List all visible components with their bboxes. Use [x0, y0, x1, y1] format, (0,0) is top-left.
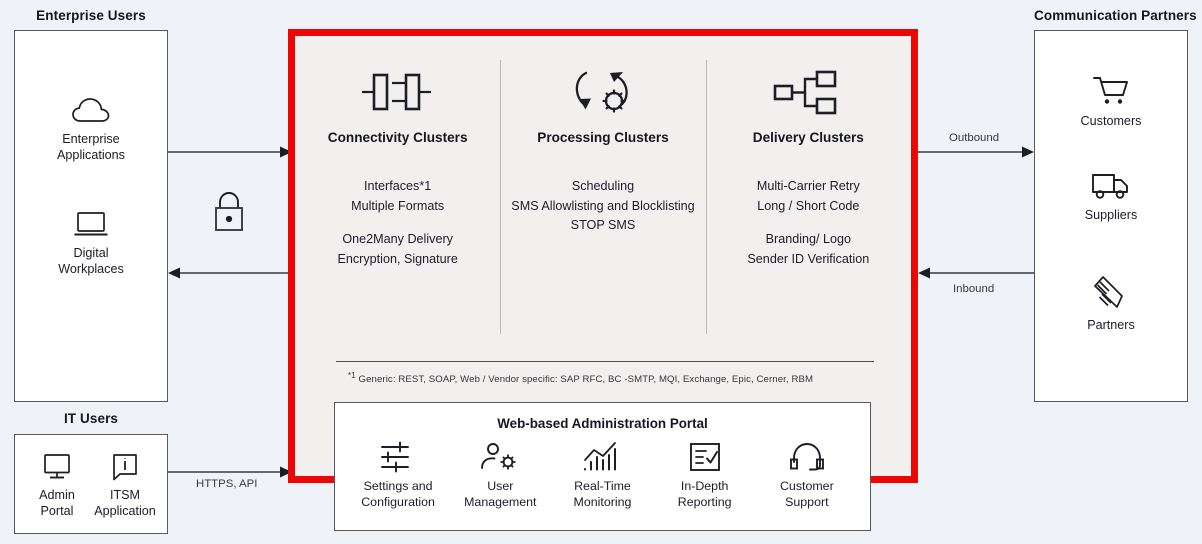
admin-item-reporting[interactable]: In-Depth Reporting	[656, 440, 754, 510]
entity-partners: Partners	[1046, 272, 1176, 334]
it-link-label: HTTPS, API	[196, 478, 258, 490]
entity-label: Admin Portal	[39, 488, 75, 518]
cluster-processing: Processing Clusters Scheduling SMS Allow…	[500, 36, 705, 336]
admin-item-label: In-Depth Reporting	[677, 479, 732, 509]
admin-item-support[interactable]: Customer Support	[758, 440, 856, 510]
cluster-columns: Connectivity Clusters Interfaces*1 Multi…	[295, 36, 911, 336]
admin-item-label: User Management	[464, 479, 537, 509]
laptop-icon	[71, 200, 111, 240]
cluster-features-primary: Multi-Carrier Retry Long / Short Code	[756, 179, 860, 213]
entity-admin-portal: Admin Portal	[0, 442, 122, 519]
entity-label: Enterprise Applications	[57, 132, 125, 162]
inbound-label: Inbound	[953, 283, 995, 295]
monitor-icon	[40, 442, 74, 482]
entity-label: Partners	[1087, 318, 1135, 332]
cluster-name: Delivery Clusters	[752, 130, 864, 145]
it-users-title: IT Users	[63, 411, 119, 426]
enterprise-users-title: Enterprise Users	[36, 8, 146, 23]
cluster-features-primary: Scheduling SMS Allowlisting and Blocklis…	[511, 179, 695, 232]
headset-icon	[788, 440, 826, 474]
footnote: *1 Generic: REST, SOAP, Web / Vendor spe…	[348, 371, 813, 385]
footnote-text: Generic: REST, SOAP, Web / Vendor specif…	[355, 374, 814, 386]
user-gear-icon	[479, 440, 521, 474]
outbound-label: Outbound	[949, 132, 1000, 144]
it-connector-arrow	[168, 466, 292, 478]
communication-partners-panel	[1034, 30, 1188, 402]
cluster-features-primary: Interfaces*1 Multiple Formats	[351, 179, 445, 213]
entity-digital-workplaces: Digital Workplaces	[26, 200, 156, 277]
admin-item-user-management[interactable]: User Management	[451, 440, 549, 510]
it-users-panel	[14, 434, 168, 534]
entity-label: ITSM Application	[94, 488, 156, 518]
entity-enterprise-applications: Enterprise Applications	[26, 86, 156, 163]
cluster-delivery: Delivery Clusters Multi-Carrier Retry Lo…	[705, 36, 911, 336]
line-chart-icon	[581, 440, 623, 474]
cluster-connectivity: Connectivity Clusters Interfaces*1 Multi…	[295, 36, 500, 336]
entity-label: Digital Workplaces	[58, 246, 124, 276]
admin-item-label: Real-Time Monitoring	[573, 479, 632, 509]
cloud-icon	[71, 86, 111, 126]
entity-label: Suppliers	[1084, 208, 1138, 222]
footnote-marker: *1	[348, 371, 356, 380]
cluster-features-secondary: One2Many Delivery Encryption, Signature	[337, 232, 458, 266]
info-bubble-icon	[109, 442, 141, 482]
admin-item-monitoring[interactable]: Real-Time Monitoring	[553, 440, 651, 510]
admin-portal-title: Web-based Administration Portal	[497, 416, 708, 431]
cluster-features-secondary: Branding/ Logo Sender ID Verification	[747, 232, 870, 266]
enterprise-connector-arrows	[168, 146, 292, 279]
hierarchy-icon	[769, 64, 847, 122]
checklist-icon	[687, 440, 723, 474]
admin-item-label: Settings and Configuration	[361, 479, 435, 509]
truck-icon	[1089, 162, 1133, 202]
admin-portal-box: Web-based Administration Portal	[334, 402, 871, 531]
shopping-cart-icon	[1090, 68, 1132, 108]
connectors-icon	[359, 64, 437, 122]
admin-item-label: Customer Support	[779, 479, 834, 509]
entity-label: Customers	[1080, 114, 1142, 128]
cluster-name: Connectivity Clusters	[327, 130, 468, 145]
admin-portal-items: Settings and Configuration	[335, 440, 870, 510]
entity-suppliers: Suppliers	[1046, 162, 1176, 224]
cluster-name: Processing Clusters	[537, 130, 669, 145]
footnote-divider	[336, 361, 874, 363]
admin-item-settings[interactable]: Settings and Configuration	[349, 440, 447, 510]
lock-icon	[208, 188, 250, 238]
entity-customers: Customers	[1046, 68, 1176, 130]
enterprise-users-panel	[14, 30, 168, 402]
partner-connector-arrows	[918, 146, 1034, 279]
entity-itsm-application: ITSM Application	[60, 442, 190, 519]
communication-partners-title: Communication Partners	[1034, 8, 1197, 23]
process-cycle-icon	[564, 64, 642, 122]
sliders-icon	[378, 440, 418, 474]
handshake-icon	[1089, 272, 1133, 312]
